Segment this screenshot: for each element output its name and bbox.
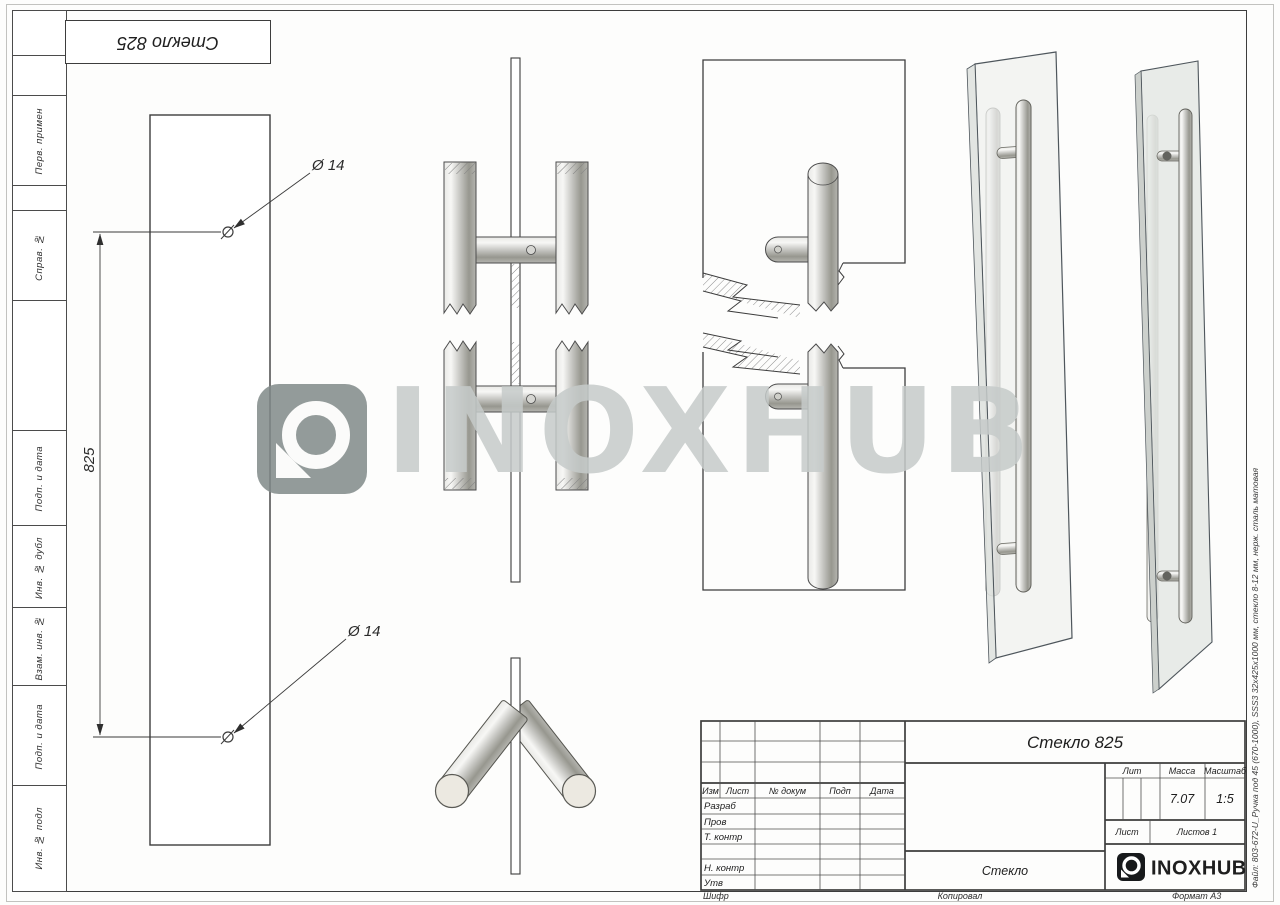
margin-label-podp-data-1: Подп. и дата [34, 446, 45, 512]
tb-col-izm: Изм [702, 786, 719, 796]
tb-row-prov: Пров [704, 817, 726, 828]
tb-row-t-kontr: Т. контр [704, 832, 742, 843]
margin-cell-empty-2 [12, 55, 67, 98]
designation-box-text: Стекло 825 [117, 32, 219, 53]
tb-col-list: Лист [725, 786, 750, 796]
height-dimension-label: 825 [81, 447, 98, 473]
tb-col-podp: Подп [829, 786, 851, 796]
tb-lit-label: Лит [1122, 766, 1142, 776]
iso-view-glass-side [1134, 60, 1213, 694]
file-note: Файл: 803-672-U_Ручка под 45 (670-1000),… [1250, 467, 1260, 888]
glass-section-view-bottom [702, 332, 906, 591]
margin-cell-inv-podl: Инв. № подл [12, 785, 67, 892]
tb-masshtab-label: Масштаб [1204, 766, 1246, 776]
tb-designation: Стекло 825 [1027, 733, 1124, 752]
tb-col-data: Дата [869, 786, 894, 796]
sheet-outer-border [6, 4, 1274, 902]
title-block-main-lines [700, 720, 1246, 891]
hole-diameter-label-top: Ø 14 [311, 157, 345, 174]
tb-listov-label: Листов 1 [1176, 827, 1217, 837]
tb-list-label: Лист [1114, 827, 1139, 837]
handle-angled-view [434, 657, 597, 875]
margin-cell-empty-1 [12, 10, 67, 58]
margin-label-podp-data-2: Подп. и дата [34, 703, 45, 770]
tb-massa-value: 7.07 [1170, 792, 1195, 806]
title-block-thin-lines [701, 721, 1245, 890]
margin-cell-empty-3 [12, 185, 67, 213]
margin-label-inv-podl: Инв. № подл [34, 807, 45, 870]
margin-cell-podp-data-1: Подп. и дата [12, 430, 67, 528]
margin-cell-podp-data-2: Подп. и дата [12, 685, 67, 788]
margin-cell-sprav-no: Справ. № [12, 210, 67, 303]
margin-label-inv-dubl: Инв. № дубл [34, 536, 45, 599]
handle-section-view [443, 57, 589, 583]
margin-label-sprav-no: Справ. № [34, 232, 45, 281]
tb-row-n-kontr: Н. контр [704, 863, 744, 874]
glass-section-view-top [702, 59, 906, 319]
margin-label-vzam-inv: Взам. инв. № [34, 614, 45, 681]
tb-logo: INOXHUB [1117, 853, 1246, 881]
footer-shifr-label: Шифр [703, 891, 729, 901]
tb-part-name: Стекло [982, 864, 1028, 878]
margin-cell-perv-primen: Перв. примен [12, 95, 67, 188]
designation-box: Стекло 825 [65, 20, 271, 64]
margin-cell-vzam-inv: Взам. инв. № [12, 607, 67, 688]
title-block: Стекло 825 Стекло Изм Лист № докум Подп … [700, 720, 1246, 891]
margin-label-perv-primen: Перв. примен [34, 108, 45, 175]
glass-front-view: Ø 14 Ø 14 825 [81, 114, 381, 846]
footer-kopiroval-label: Копировал [937, 891, 983, 901]
tb-row-utv: Утв [703, 878, 723, 889]
tb-row-razrab: Разраб [704, 801, 736, 812]
footer-format-label: Формат А3 [1172, 891, 1222, 901]
margin-cell-empty-4 [12, 300, 67, 433]
tb-logo-text: INOXHUB [1151, 858, 1246, 880]
iso-view-glass-front [966, 51, 1073, 664]
tb-masshtab-value: 1:5 [1216, 792, 1233, 806]
tb-col-dokum: № докум [769, 786, 806, 796]
margin-cell-inv-dubl: Инв. № дубл [12, 525, 67, 610]
hole-diameter-label-bottom: Ø 14 [347, 623, 381, 640]
tb-massa-label: Масса [1169, 766, 1196, 776]
